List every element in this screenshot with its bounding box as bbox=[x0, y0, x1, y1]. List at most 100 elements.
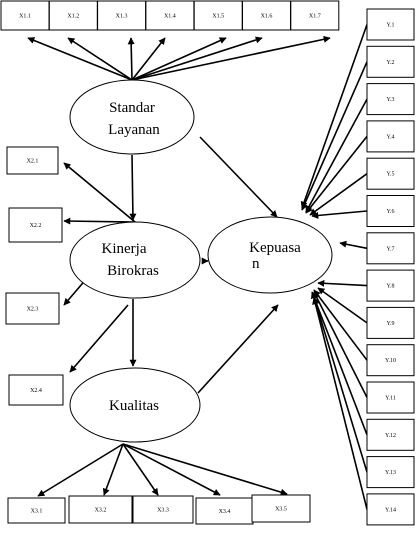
indicator-x2-2-frame bbox=[8, 207, 63, 243]
construct-kinerja-label-1: Kinerja bbox=[102, 241, 147, 257]
construct-kualitas-label-1: Kualitas bbox=[109, 398, 159, 414]
indicator-y-7: Y.7 bbox=[366, 232, 415, 265]
construct-kepuasan-label-1: Kepuasa bbox=[249, 240, 301, 256]
indicator-y-14: Y.14 bbox=[366, 493, 415, 526]
indicator-x1-7: X1.7 bbox=[290, 0, 340, 31]
indicator-x3-1-frame bbox=[7, 497, 66, 524]
edge-kepuasan-8 bbox=[317, 279, 368, 287]
construct-kinerja-label-2: Birokras bbox=[107, 263, 159, 279]
indicator-y-9-frame bbox=[366, 306, 415, 339]
edge-kinerja-4 bbox=[69, 304, 129, 373]
indicator-y-10-frame bbox=[366, 344, 415, 377]
indicator-y-9: Y.9 bbox=[366, 306, 415, 339]
indicator-x3-1-label: X3.1 bbox=[31, 509, 43, 515]
indicator-x1-2-label: X1.2 bbox=[67, 14, 79, 20]
edge-kualitas-2 bbox=[102, 443, 124, 496]
indicator-x2-1: X2.1 bbox=[6, 146, 59, 175]
indicator-y-8-frame bbox=[366, 269, 415, 302]
indicator-y-6-frame bbox=[366, 195, 415, 227]
indicator-x1-1-frame bbox=[0, 0, 50, 31]
edge-kepuasan-7 bbox=[339, 240, 368, 250]
edge-standar-3 bbox=[127, 37, 135, 81]
indicator-x1-3: X1.3 bbox=[97, 0, 147, 31]
indicator-y-12: Y.12 bbox=[366, 418, 415, 451]
indicator-x1-5-frame bbox=[193, 0, 243, 31]
edges-layer bbox=[27, 24, 368, 510]
indicator-y-5-frame bbox=[366, 157, 415, 190]
construct-kualitas: Kualitas bbox=[69, 367, 201, 443]
construct-kepuasan-ellipse bbox=[207, 216, 333, 294]
indicator-x1-5-label: X1.5 bbox=[212, 14, 224, 20]
edge-kepuasan-14 bbox=[312, 297, 368, 510]
indicator-x1-4-frame bbox=[145, 0, 195, 31]
edge-kepuasan-5 bbox=[309, 173, 368, 216]
indicator-y-12-frame bbox=[366, 418, 415, 451]
edge-standar-5 bbox=[131, 37, 227, 81]
indicator-x2-2-label: X2.2 bbox=[30, 223, 42, 229]
indicator-y-2-label: Y.2 bbox=[386, 60, 394, 66]
edge-standar-1 bbox=[27, 37, 133, 81]
indicator-y-7-frame bbox=[366, 232, 415, 265]
indicator-x2-3-label: X2.3 bbox=[27, 307, 39, 313]
indicator-y-2-frame bbox=[366, 45, 415, 78]
indicator-x3-3: X3.3 bbox=[132, 495, 194, 524]
construct-kinerja-ellipse bbox=[69, 221, 201, 299]
indicator-y-11: Y.11 bbox=[366, 381, 415, 414]
indicator-y-6: Y.6 bbox=[366, 195, 415, 227]
indicator-y-11-label: Y.11 bbox=[385, 396, 396, 402]
indicator-x3-4-frame bbox=[195, 497, 254, 525]
indicator-y-4: Y.4 bbox=[366, 120, 415, 153]
indicator-x2-1-frame bbox=[6, 146, 59, 175]
indicator-y-5-label: Y.5 bbox=[386, 172, 394, 178]
edge-kinerja-2 bbox=[63, 217, 136, 225]
edge-kualitas-4 bbox=[122, 443, 221, 496]
indicator-x3-2-frame bbox=[68, 495, 133, 524]
indicator-x3-4: X3.4 bbox=[195, 497, 254, 525]
indicator-y-11-frame bbox=[366, 381, 415, 414]
indicator-x1-7-frame bbox=[290, 0, 340, 31]
indicator-y-1: Y.1 bbox=[366, 8, 415, 41]
edge-kinerja-1 bbox=[63, 162, 136, 223]
indicator-x3-5: X3.5 bbox=[251, 494, 311, 523]
edge-standar-4 bbox=[131, 37, 166, 81]
indicator-x1-3-frame bbox=[97, 0, 147, 31]
indicator-x1-1: X1.1 bbox=[0, 0, 50, 31]
indicator-y-12-label: Y.12 bbox=[385, 433, 396, 439]
indicator-x1-2: X1.2 bbox=[48, 0, 98, 31]
indicator-x2-4: X2.4 bbox=[8, 374, 64, 406]
indicator-y-8-label: Y.8 bbox=[386, 284, 394, 290]
indicator-y-5: Y.5 bbox=[366, 157, 415, 190]
edge-kepuasan-10 bbox=[313, 289, 368, 361]
indicator-y-3-frame bbox=[366, 83, 415, 116]
edge-kualitas-5 bbox=[122, 443, 288, 496]
edge-kepuasan-12 bbox=[310, 291, 368, 436]
indicator-y-8: Y.8 bbox=[366, 269, 415, 302]
indicator-layer: X1.1 X1.2 X1.3 X1.4 X1.5 X1.6 X1.7X2.1X2.2X2.3… bbox=[0, 0, 415, 526]
indicator-x3-2-label: X3.2 bbox=[95, 508, 107, 514]
indicator-x2-3-frame bbox=[5, 292, 60, 325]
indicator-x1-4-label: X1.4 bbox=[164, 14, 176, 20]
edge-kepuasan-9 bbox=[317, 287, 368, 324]
indicator-y-3: Y.3 bbox=[366, 83, 415, 116]
indicator-y-13-label: Y.13 bbox=[385, 470, 396, 476]
edge-kualitas-3 bbox=[122, 443, 159, 496]
edge-kepuasan-13 bbox=[312, 296, 368, 473]
construct-standar-label-2: Layanan bbox=[108, 122, 160, 138]
indicator-x3-5-frame bbox=[251, 494, 311, 523]
indicator-y-4-label: Y.4 bbox=[386, 134, 394, 140]
indicator-x1-6-label: X1.6 bbox=[261, 14, 273, 20]
indicator-y-1-frame bbox=[366, 8, 415, 41]
indicator-y-14-label: Y.14 bbox=[385, 507, 396, 513]
edge-kepuasan-2 bbox=[301, 61, 368, 211]
indicator-y-13-frame bbox=[366, 456, 415, 489]
construct-kualitas-ellipse bbox=[69, 367, 201, 443]
indicator-x3-3-frame bbox=[132, 495, 194, 524]
indicator-y-9-label: Y.9 bbox=[386, 321, 394, 327]
indicator-y-3-label: Y.3 bbox=[386, 97, 394, 103]
indicator-x2-4-frame bbox=[8, 374, 64, 406]
